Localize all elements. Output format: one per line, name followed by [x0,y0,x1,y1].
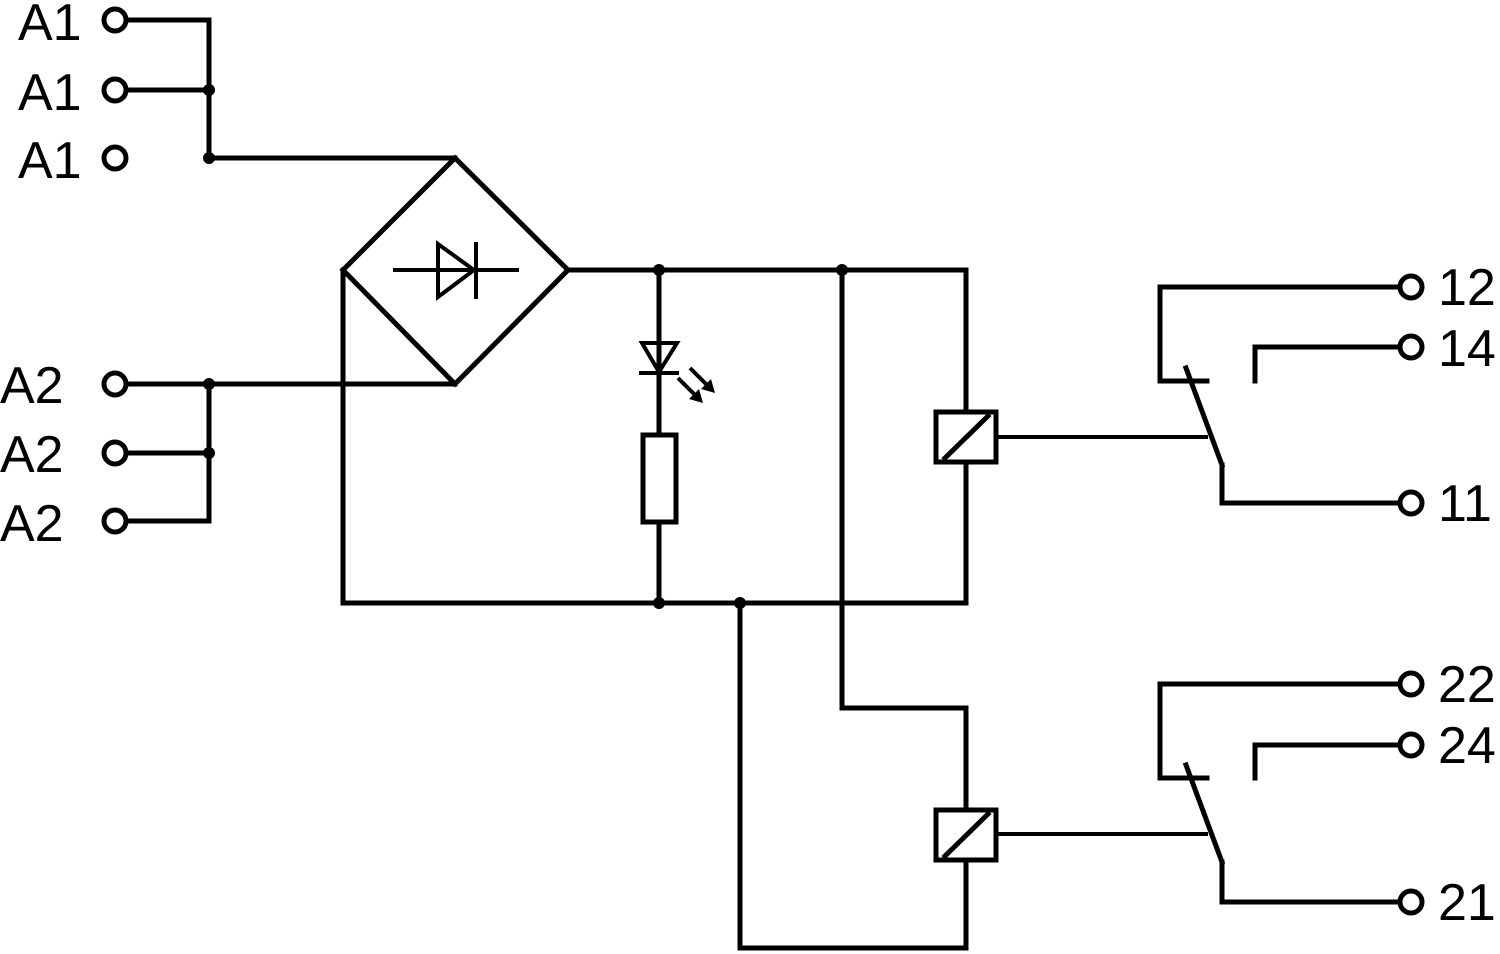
terminal-label-a1-bottom: A1 [18,132,82,190]
terminal-label-a2-top: A2 [0,357,64,415]
terminal-a2-bottom [101,507,129,535]
a1-input-wiring [125,17,458,164]
relay-coil-2-icon [933,807,999,863]
terminal-label-a1-mid: A1 [18,64,82,122]
changeover-contact-2-icon [998,681,1401,905]
a2-input-wiring [125,378,458,524]
relay-coil-1-icon [933,409,999,465]
changeover-contact-1-icon [998,284,1401,506]
terminal-label-11: 11 [1438,475,1492,533]
terminal-label-24: 24 [1438,717,1496,775]
terminal-a2-mid [101,439,129,467]
terminal-label-a2-mid: A2 [0,426,64,484]
terminal-label-a2-bottom: A2 [0,495,64,553]
terminal-22 [1397,670,1425,698]
relay-coil-2-wiring [737,267,969,951]
terminal-label-21: 21 [1438,874,1496,932]
terminal-label-12: 12 [1438,259,1496,317]
bridge-rectifier-icon [339,154,572,388]
led-icon [638,267,715,438]
terminal-label-a1-top: A1 [18,0,82,52]
terminal-14 [1397,333,1425,361]
resistor-icon [640,432,679,606]
terminal-label-22: 22 [1438,656,1496,714]
terminal-label-14: 14 [1438,320,1496,378]
terminal-a2-top [101,370,129,398]
terminal-24 [1397,731,1425,759]
terminal-a1-top [101,6,129,34]
terminal-a1-mid [101,76,129,104]
terminal-21 [1397,888,1425,916]
terminal-12 [1397,273,1425,301]
terminal-a1-bottom [101,144,129,172]
terminal-11 [1397,489,1425,517]
